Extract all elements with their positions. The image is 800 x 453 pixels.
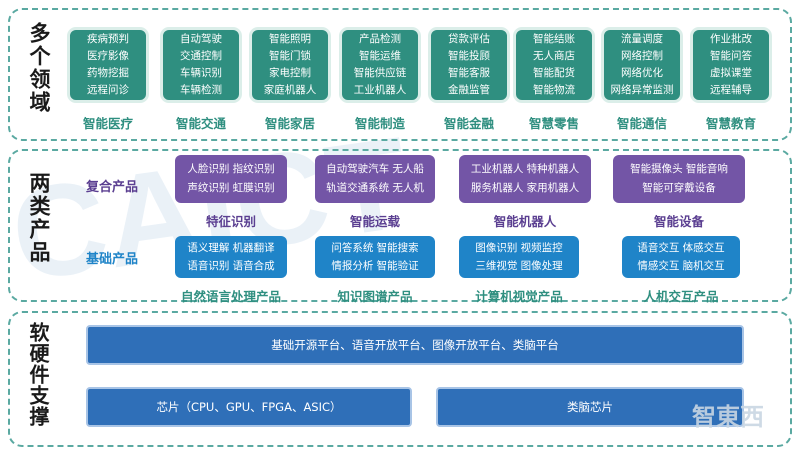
domain-item: 网络优化 (621, 67, 663, 79)
basic-product-line: 语音识别 语音合成 (187, 260, 275, 272)
domain-item: 自动驾驶 (180, 33, 222, 45)
domain-card: 作业批改智能问答虚拟课堂远程辅导 (690, 27, 772, 103)
basic-product-line: 语音交互 体感交互 (637, 242, 725, 254)
domain-item: 智能物流 (533, 84, 575, 96)
basic-product-title: 知识图谱产品 (337, 289, 413, 304)
domain-item: 贷款评估 (448, 33, 490, 45)
domain-item: 远程辅导 (710, 84, 752, 96)
domain-card: 疾病预判医疗影像药物挖掘远程问诊 (67, 27, 149, 103)
composite-product-line: 人脸识别 指纹识别 (187, 163, 275, 175)
domain-item: 车辆检测 (180, 84, 222, 96)
composite-product-title: 智能设备 (653, 214, 704, 229)
domain-name: 智能金融 (443, 116, 494, 131)
domain-item: 智能运维 (359, 50, 401, 62)
composite-product-line: 智能可穿戴设备 (642, 182, 716, 194)
basic-product-line: 问答系统 智能搜索 (331, 242, 419, 254)
composite-products-label: 复合产品 (86, 180, 139, 195)
domain-item: 虚拟课堂 (710, 67, 752, 79)
domains-panel (8, 8, 792, 141)
domain-item: 作业批改 (710, 33, 752, 45)
domain-item: 远程问诊 (87, 84, 129, 96)
composite-product-line: 自动驾驶汽车 无人船 (326, 163, 424, 175)
domain-item: 无人商店 (533, 50, 575, 62)
domain-item: 疾病预判 (87, 33, 129, 45)
zhidongxi-logo: 智東西 (692, 403, 764, 431)
basic-product-line: 图像识别 视频监控 (475, 242, 563, 254)
domain-card: 贷款评估智能投顾智能客服金融监管 (428, 27, 510, 103)
domain-item: 家电控制 (269, 67, 311, 79)
svg-text:智東西: 智東西 (692, 403, 764, 431)
brain-chips-bar: 类脑芯片 (436, 387, 744, 427)
domain-item: 金融监管 (448, 84, 490, 96)
domain-item: 流量调度 (621, 33, 663, 45)
domain-item: 智能配货 (533, 67, 575, 79)
composite-product-box: 工业机器人 特种机器人服务机器人 家用机器人 (459, 155, 591, 203)
domain-item: 智能投顾 (448, 50, 490, 62)
domain-item: 医疗影像 (87, 50, 129, 62)
composite-product-line: 轨道交通系统 无人机 (326, 182, 424, 194)
composite-product-title: 智能运载 (349, 214, 400, 229)
basic-product-title: 计算机视觉产品 (475, 289, 563, 304)
domain-name: 智能制造 (354, 116, 405, 131)
composite-product-box: 人脸识别 指纹识别声纹识别 虹膜识别 (175, 155, 287, 203)
composite-product-line: 声纹识别 虹膜识别 (187, 182, 275, 194)
basic-product-box: 语音交互 体感交互情感交互 脑机交互 (622, 236, 740, 278)
domain-card: 自动驾驶交通控制车辆识别车辆检测 (160, 27, 242, 103)
domain-name: 智能交通 (175, 116, 226, 131)
composite-product-line: 智能摄像头 智能音响 (630, 163, 728, 175)
support-section-label: 软硬件支撑 (26, 322, 50, 427)
domain-name: 智慧零售 (528, 116, 579, 131)
domain-item: 智能门锁 (269, 50, 311, 62)
domain-item: 交通控制 (180, 50, 222, 62)
composite-product-box: 自动驾驶汽车 无人船轨道交通系统 无人机 (315, 155, 435, 203)
domain-name: 智能家居 (264, 116, 315, 131)
domain-card: 智能结账无人商店智能配货智能物流 (513, 27, 595, 103)
domain-item: 智能照明 (269, 33, 311, 45)
chips-bar: 芯片（CPU、GPU、FPGA、ASIC） (86, 387, 412, 427)
composite-product-title: 智能机器人 (493, 214, 557, 229)
domains-section-label: 多个领域 (27, 22, 51, 114)
basic-product-title: 人机交互产品 (643, 289, 719, 304)
support-panel (8, 311, 792, 447)
basic-product-line: 情报分析 智能验证 (331, 260, 419, 272)
basic-product-box: 图像识别 视频监控三维视觉 图像处理 (459, 236, 579, 278)
domain-name: 智能通信 (616, 116, 667, 131)
domain-item: 智能问答 (710, 50, 752, 62)
domain-item: 智能客服 (448, 67, 490, 79)
basic-product-box: 语义理解 机器翻译语音识别 语音合成 (175, 236, 287, 278)
basic-product-title: 自然语言处理产品 (180, 289, 281, 304)
domain-item: 车辆识别 (180, 67, 222, 79)
basic-product-box: 问答系统 智能搜索情报分析 智能验证 (315, 236, 435, 278)
zhidongxi-watermark: 智東西 (688, 398, 784, 434)
domain-card: 流量调度网络控制网络优化网络异常监测 (601, 27, 683, 103)
domain-name: 智慧教育 (705, 116, 756, 131)
domain-item: 产品检测 (359, 33, 401, 45)
basic-product-line: 语义理解 机器翻译 (187, 242, 275, 254)
basic-product-line: 三维视觉 图像处理 (475, 260, 563, 272)
domain-item: 家庭机器人 (263, 84, 317, 96)
open-platforms-bar: 基础开源平台、语音开放平台、图像开放平台、类脑平台 (86, 325, 744, 365)
domain-item: 工业机器人 (353, 84, 407, 96)
domain-card: 产品检测智能运维智能供应链工业机器人 (339, 27, 421, 103)
domain-name: 智能医疗 (82, 116, 133, 131)
products-section-label: 两类产品 (27, 172, 51, 264)
composite-product-title: 特征识别 (205, 214, 256, 229)
basic-product-line: 情感交互 脑机交互 (637, 260, 725, 272)
domain-item: 网络异常监测 (610, 84, 674, 96)
composite-product-line: 工业机器人 特种机器人 (470, 163, 580, 175)
basic-products-label: 基础产品 (86, 252, 139, 267)
domain-item: 药物挖掘 (87, 67, 129, 79)
composite-product-line: 服务机器人 家用机器人 (470, 182, 580, 194)
domain-item: 智能结账 (533, 33, 575, 45)
domain-card: 智能照明智能门锁家电控制家庭机器人 (249, 27, 331, 103)
composite-product-box: 智能摄像头 智能音响智能可穿戴设备 (613, 155, 745, 203)
domain-item: 网络控制 (621, 50, 663, 62)
domain-item: 智能供应链 (353, 67, 407, 79)
products-panel (8, 149, 792, 302)
